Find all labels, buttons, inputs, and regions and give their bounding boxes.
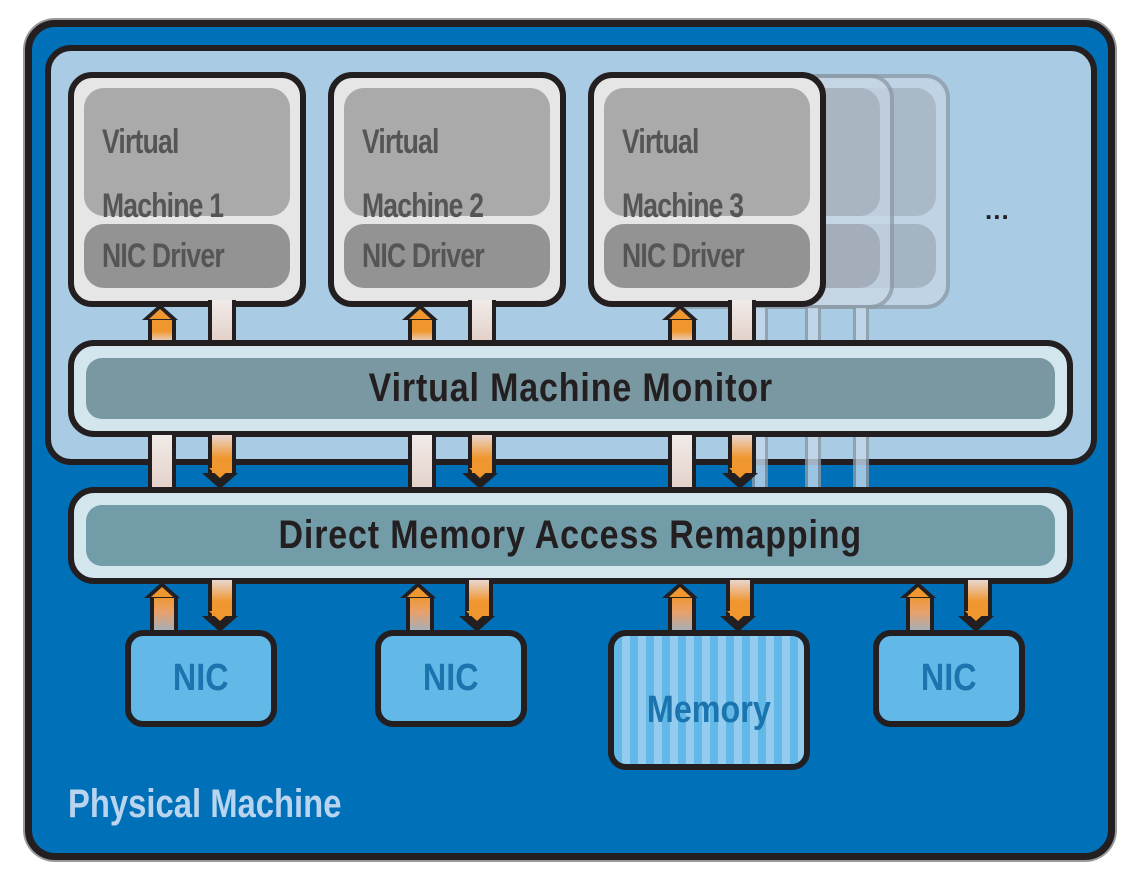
vm-name: Virtual Machine 3 (622, 123, 744, 225)
memory-device[interactable]: Memory (608, 630, 810, 770)
dma-remapping[interactable]: Direct Memory Access Remapping (68, 487, 1073, 584)
vmm-label: Virtual Machine Monitor (368, 366, 773, 410)
vm-section: Virtual Machine 3 (604, 88, 810, 225)
arrow-up-connector (148, 318, 176, 342)
device-label: NIC (423, 657, 479, 699)
arrow-up-icon (144, 582, 180, 598)
connector (208, 300, 236, 342)
arrow-down-icon (202, 611, 238, 632)
physical-machine-label: Physical Machine (68, 782, 342, 826)
vm-section: Virtual Machine 2 (344, 88, 550, 225)
device-label: NIC (173, 657, 229, 699)
vm-box-2[interactable]: Virtual Machine 2 NIC Driver (328, 72, 566, 307)
arrow-down-icon (720, 611, 756, 632)
nic-driver-section: NIC Driver (84, 224, 290, 288)
arrow-up-icon (402, 304, 438, 320)
arrow-up-connector (668, 318, 696, 342)
arrow-down-icon (958, 611, 994, 632)
nic-device-4[interactable]: NIC (873, 630, 1025, 727)
nic-device-2[interactable]: NIC (375, 630, 527, 727)
arrow-down-connector (468, 435, 496, 473)
arrow-down-connector (964, 580, 992, 616)
device-label: NIC (921, 657, 977, 699)
arrow-up-icon (662, 304, 698, 320)
vm-name: Virtual Machine 2 (362, 123, 484, 225)
device-label: Memory (647, 688, 771, 731)
arrow-down-connector (208, 580, 236, 616)
arrow-up-icon (662, 582, 698, 598)
arrow-up-connector (408, 318, 436, 342)
arrow-up-icon (900, 582, 936, 598)
nic-driver-label: NIC Driver (102, 237, 225, 275)
arrow-down-connector (726, 580, 754, 616)
nic-driver-section: NIC Driver (344, 224, 550, 288)
virtual-machine-monitor[interactable]: Virtual Machine Monitor (68, 340, 1073, 437)
arrow-down-icon (722, 468, 758, 489)
arrow-up-connector (668, 596, 696, 636)
vm-name: Virtual Machine 1 (102, 123, 224, 225)
arrow-down-connector (728, 435, 756, 473)
arrow-down-icon (462, 468, 498, 489)
arrow-up-icon (400, 582, 436, 598)
arrow-up-connector (150, 596, 178, 636)
arrow-down-connector (208, 435, 236, 473)
connector (408, 435, 436, 490)
dma-label: Direct Memory Access Remapping (278, 513, 863, 557)
arrow-up-connector (406, 596, 434, 636)
nic-device-1[interactable]: NIC (125, 630, 277, 727)
nic-driver-section: NIC Driver (604, 224, 810, 288)
nic-driver-label: NIC Driver (362, 237, 485, 275)
arrow-up-icon (142, 304, 178, 320)
arrow-down-icon (459, 611, 495, 632)
vm-section: Virtual Machine 1 (84, 88, 290, 225)
vm-box-1[interactable]: Virtual Machine 1 NIC Driver (68, 72, 306, 307)
connector (148, 435, 176, 490)
connector (728, 300, 756, 342)
connector (468, 300, 496, 342)
arrow-down-icon (202, 468, 238, 489)
vm-box-3[interactable]: Virtual Machine 3 NIC Driver (588, 72, 826, 307)
arrow-up-connector (906, 596, 934, 636)
connector (668, 435, 696, 490)
arrow-down-connector (465, 580, 493, 616)
more-vms-ellipsis: ... (985, 195, 1010, 225)
nic-driver-label: NIC Driver (622, 237, 745, 275)
